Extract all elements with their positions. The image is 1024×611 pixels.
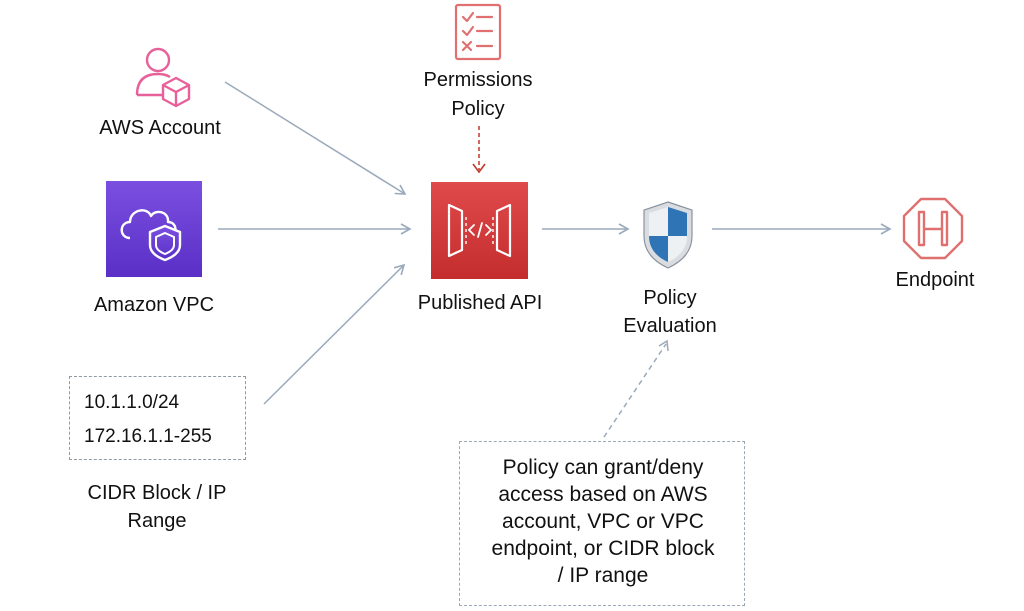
- endpoint-octagon-icon: [902, 197, 964, 260]
- cidr-entry: 172.16.1.1-255: [84, 426, 212, 447]
- cidr-block-box: 10.1.1.0/24 172.16.1.1-255: [69, 376, 246, 460]
- arrow-note-to-evaluation: [603, 343, 667, 438]
- endpoint-label: Endpoint: [895, 269, 975, 291]
- checklist-icon: [454, 3, 502, 61]
- policy-evaluation-label-line1: Policy: [643, 287, 697, 309]
- user-account-icon: [135, 47, 191, 108]
- policy-note-text: Policy can grant/deny access based on AW…: [491, 456, 715, 587]
- cidr-entry: 10.1.1.0/24: [84, 392, 180, 413]
- aws-account-label: AWS Account: [99, 117, 221, 139]
- arrow-note-to-evaluation-head: [658, 339, 669, 352]
- permissions-policy-label-line1: Permissions: [423, 69, 533, 91]
- policy-evaluation-label-line2: Evaluation: [623, 315, 717, 337]
- arrow-policy-to-api-head: [472, 163, 486, 174]
- arrow-account-to-api: [224, 81, 407, 195]
- vpc-cloud-shield-icon: [106, 181, 202, 277]
- api-gateway-icon: [431, 182, 528, 279]
- permissions-policy-label-line2: Policy: [451, 98, 505, 120]
- cidr-block-label-line2: Range: [127, 510, 187, 532]
- shield-icon: [643, 201, 693, 269]
- arrow-cidr-to-api: [263, 263, 406, 405]
- amazon-vpc-label: Amazon VPC: [93, 294, 215, 316]
- published-api-label: Published API: [417, 292, 543, 314]
- cidr-block-label-line1: CIDR Block / IP: [87, 482, 227, 504]
- policy-note-box: Policy can grant/deny access based on AW…: [459, 441, 745, 606]
